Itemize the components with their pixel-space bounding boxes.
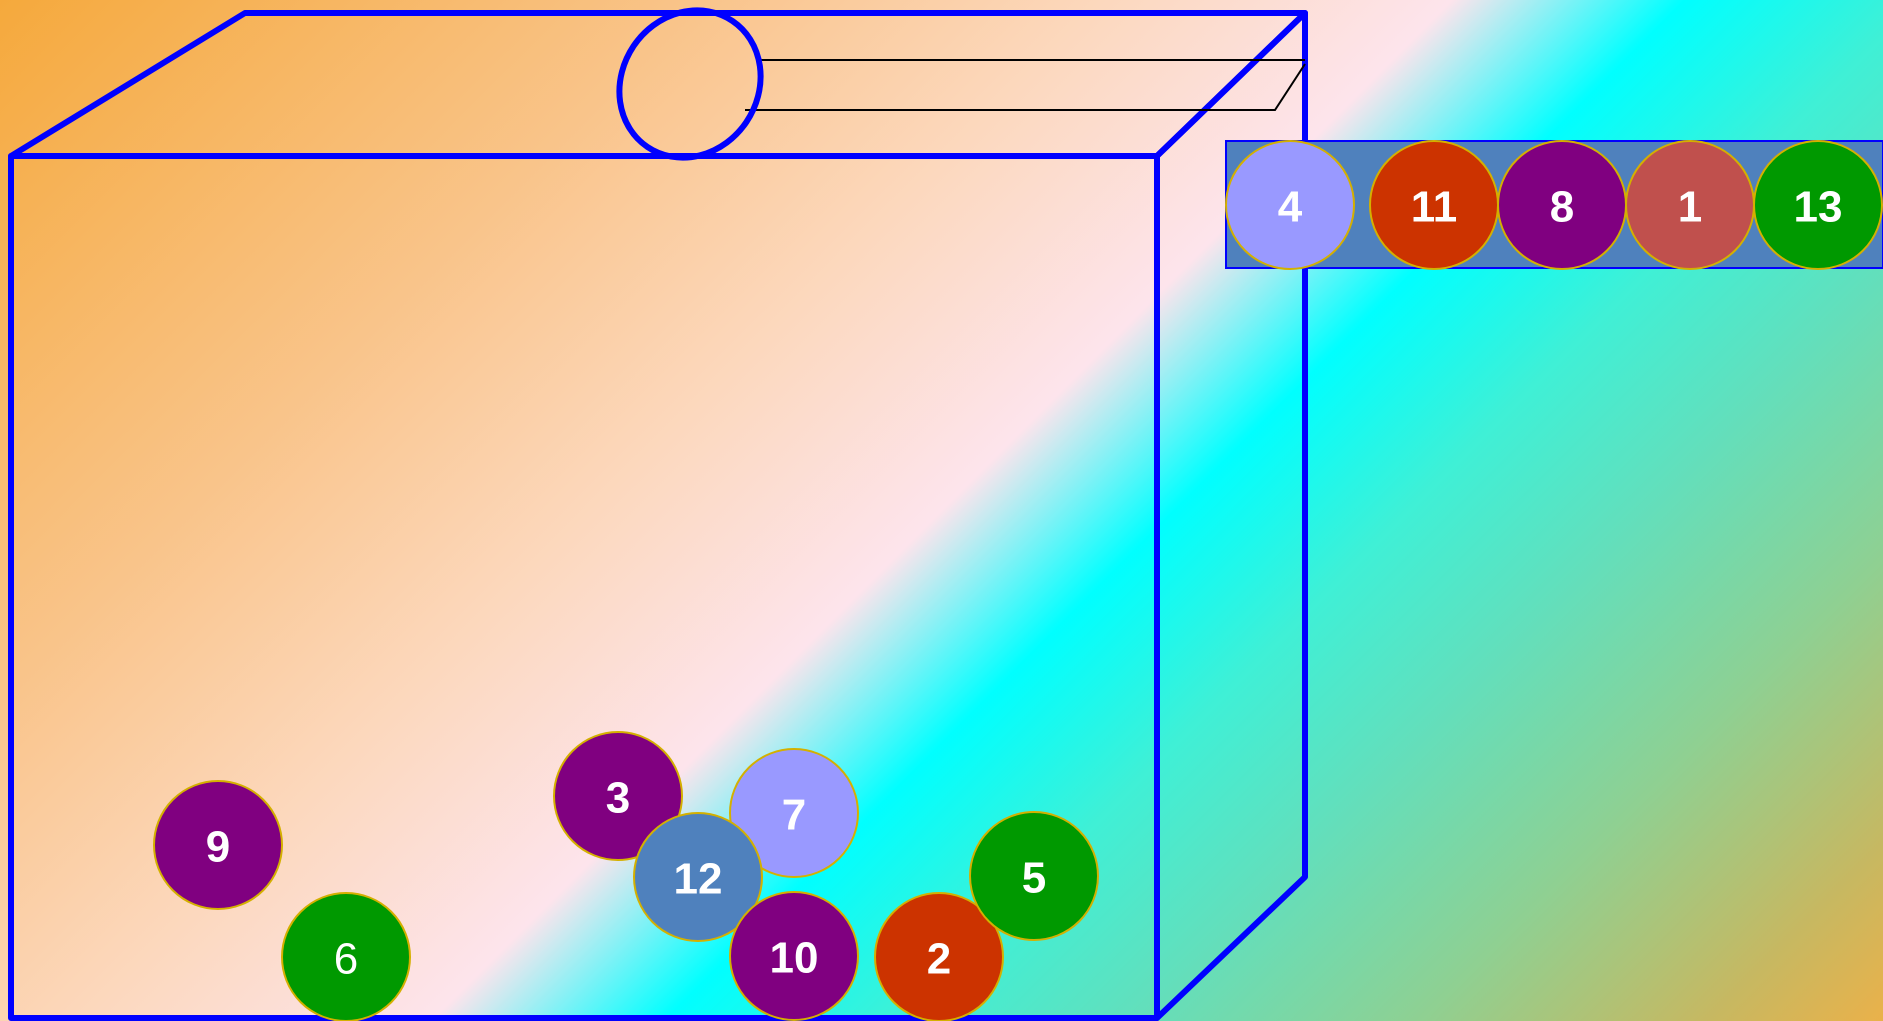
ball-9: 9 (153, 780, 283, 910)
ball-9-circle (153, 780, 283, 910)
ball-10-number: 10 (770, 934, 819, 983)
ball-7-number: 7 (782, 791, 806, 840)
chute-line-lower (745, 63, 1306, 111)
ball-8-number: 8 (1550, 183, 1574, 232)
ball-3-circle (553, 731, 683, 861)
ball-11-number: 11 (1411, 183, 1458, 232)
ball-5: 5 (969, 811, 1099, 941)
ball-1-number: 1 (1678, 183, 1702, 232)
ball-2-number: 2 (927, 935, 951, 984)
ball-4-number: 4 (1278, 183, 1303, 232)
ball-6-circle (281, 892, 411, 1021)
ball-4: 4 (1225, 140, 1355, 270)
ball-12-circle (633, 812, 763, 942)
box-top-face (8, 10, 1308, 159)
tray-balls: 4 11 8 1 13 (1225, 140, 1883, 270)
ball-11: 11 (1369, 140, 1499, 270)
ball-13-number: 13 (1794, 183, 1843, 232)
ball-13-circle (1753, 140, 1883, 270)
ball-5-number: 5 (1022, 854, 1046, 903)
ball-7-circle (729, 748, 859, 878)
ball-9-number: 9 (206, 823, 230, 872)
ball-12: 12 (633, 812, 763, 942)
ball-2-circle (874, 892, 1004, 1021)
ball-12-number: 12 (674, 855, 723, 904)
ball-3-number: 3 (606, 774, 630, 823)
ball-2: 2 (874, 892, 1004, 1021)
ball-4-circle (1225, 140, 1355, 270)
ball-7: 7 (729, 748, 859, 878)
ball-5-circle (969, 811, 1099, 941)
box-balls: 9 6 3 7 12 10 2 5 (153, 731, 1099, 1021)
ball-1: 1 (1625, 140, 1755, 270)
ball-8: 8 (1497, 140, 1627, 270)
ball-6: 6 (281, 892, 411, 1021)
ball-10-circle (729, 891, 859, 1021)
ball-10: 10 (729, 891, 859, 1021)
ball-6-number: 6 (334, 935, 358, 984)
ball-13: 13 (1753, 140, 1883, 270)
ball-3: 3 (553, 731, 683, 861)
